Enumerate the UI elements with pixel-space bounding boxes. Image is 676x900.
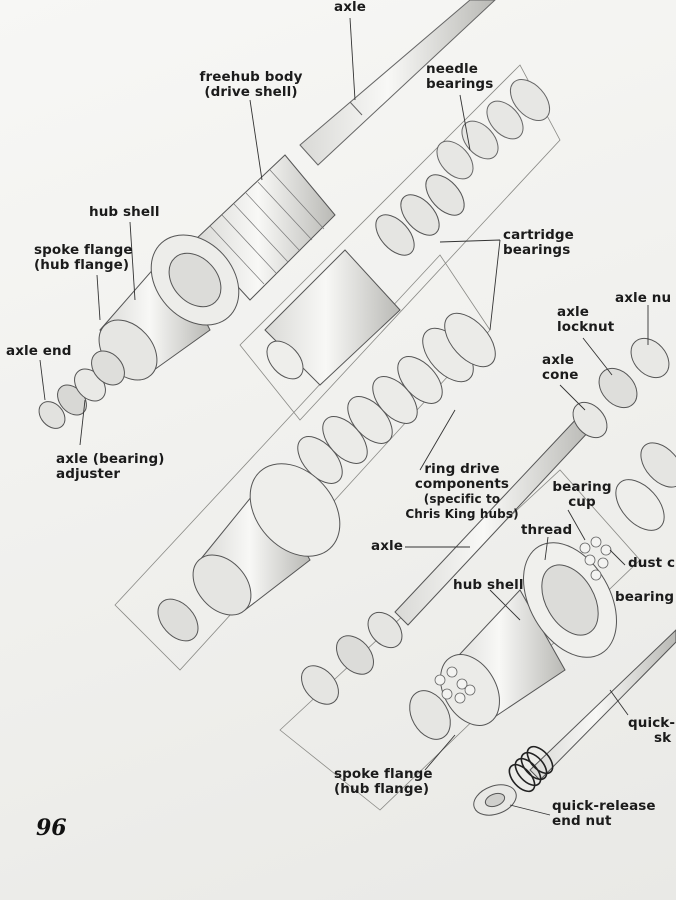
label-axle-adjuster: axle (bearing) adjuster: [56, 452, 165, 482]
hub-shell-middle: [157, 463, 341, 642]
label-adjuster-line2: adjuster: [56, 466, 121, 482]
page-number: 96: [36, 815, 67, 841]
label-qr-end-nut: quick-release end nut: [552, 799, 656, 829]
label-cartridge-bearings: cartridge bearings: [503, 228, 574, 258]
quick-release-skewer: [473, 629, 676, 816]
label-freehub-body: freehub body (drive shell): [196, 70, 306, 100]
cartridge-group: [264, 174, 465, 386]
cone-bottom: [409, 690, 451, 740]
label-axle-end: axle end: [6, 343, 72, 359]
label-hub-shell-top: hub shell: [89, 204, 160, 220]
label-ring-drive-line4: Chris King hubs): [405, 507, 519, 521]
label-hub-shell-mid: hub shell: [453, 577, 524, 593]
label-ring-drive-line3: (specific to: [423, 492, 501, 506]
label-ring-drive-line2: components: [414, 476, 510, 492]
label-qr-nut-line2: end nut: [552, 813, 612, 829]
leader-lines: [39, 17, 649, 816]
label-quick-line1: quick-: [628, 715, 676, 731]
label-dust-cap: dust c: [628, 555, 676, 571]
label-axle-locknut: axle locknut: [557, 305, 614, 335]
label-needle-bearings: needle bearings: [426, 62, 493, 92]
label-quick-line2: sk: [654, 730, 672, 746]
label-spoke-flange-top-line2: (hub flange): [34, 257, 130, 273]
axle-end-group: [38, 350, 125, 429]
label-bearing-right: bearing: [615, 589, 675, 605]
label-freehub-line2: (drive shell): [204, 84, 298, 100]
label-ring-drive-line1: ring drive: [424, 461, 500, 477]
needle-bearings: [436, 79, 551, 180]
label-spoke-flange-top: spoke flange (hub flange): [34, 243, 133, 273]
label-locknut-line2: locknut: [557, 319, 615, 335]
right-axle-group: [301, 337, 676, 705]
ball-bearings: [434, 536, 612, 704]
label-spoke-flange-bot-line1: spoke flange: [334, 766, 433, 782]
panel-top: [239, 64, 561, 421]
label-needle-line1: needle: [426, 61, 478, 77]
label-spoke-flange-bottom: spoke flange (hub flange): [334, 767, 433, 797]
ring-drive-components: [297, 312, 496, 484]
label-cone-line2: cone: [542, 367, 579, 383]
label-axle-top: axle: [334, 0, 367, 15]
label-bearing-cup: bearing cup: [548, 480, 616, 510]
label-axle-mid: axle: [371, 538, 404, 554]
label-qr-nut-line1: quick-release: [552, 798, 656, 814]
label-freehub-line1: freehub body: [199, 69, 303, 85]
label-bearing-cup-line1: bearing: [552, 479, 612, 495]
label-spoke-flange-top-line1: spoke flange: [34, 242, 133, 258]
label-cartridge-line1: cartridge: [503, 227, 574, 243]
label-axle-nut: axle nu: [615, 290, 672, 306]
label-locknut-line1: axle: [557, 304, 590, 320]
label-quick-release-skewer: quick- sk: [628, 716, 675, 746]
label-needle-line2: bearings: [426, 76, 494, 92]
label-cartridge-line2: bearings: [503, 242, 571, 258]
top-axle: [299, 0, 496, 166]
label-adjuster-line1: axle (bearing): [56, 451, 165, 467]
label-ring-drive: ring drive components (specific to Chris…: [403, 462, 521, 522]
label-axle-cone: axle cone: [542, 353, 578, 383]
label-cone-line1: axle: [542, 352, 575, 368]
label-spoke-flange-bot-line2: (hub flange): [334, 781, 430, 797]
label-thread: thread: [521, 522, 573, 538]
label-bearing-cup-line2: cup: [568, 494, 596, 510]
